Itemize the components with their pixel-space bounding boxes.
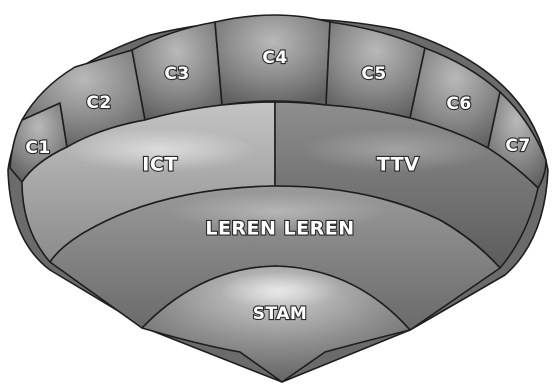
label-leren-leren: LEREN LEREN bbox=[205, 218, 354, 240]
label-c2: C2 bbox=[86, 93, 111, 113]
label-c1: C1 bbox=[25, 138, 50, 158]
label-c7: C7 bbox=[505, 136, 530, 156]
label-c5: C5 bbox=[361, 64, 386, 84]
outer-ring bbox=[9, 14, 547, 189]
label-ict: ICT bbox=[142, 154, 177, 176]
label-c4: C4 bbox=[262, 48, 287, 68]
segment-stam bbox=[141, 265, 411, 383]
gloss-stam bbox=[220, 272, 340, 308]
label-ttv: TTV bbox=[377, 154, 420, 176]
label-c3: C3 bbox=[164, 64, 189, 84]
gloss-ict bbox=[65, 128, 255, 172]
label-c6: C6 bbox=[446, 94, 471, 114]
label-stam: STAM bbox=[253, 304, 308, 324]
gloss-leren bbox=[168, 192, 388, 232]
gloss-ttv bbox=[300, 128, 490, 172]
